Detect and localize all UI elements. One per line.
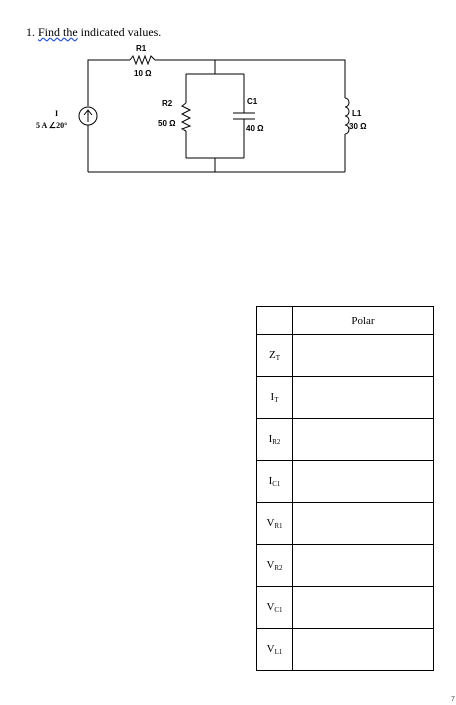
r2-resistor: [180, 102, 192, 132]
row-label: IC1: [256, 460, 293, 503]
table-row: VR1: [256, 502, 434, 545]
row-label: VR2: [256, 544, 293, 587]
row-label: VL1: [256, 628, 293, 671]
question-rest: indicated values.: [80, 25, 162, 39]
row-label: ZT: [256, 334, 293, 377]
r1-value: 10 Ω: [134, 69, 152, 78]
table-row: VR2: [256, 544, 434, 587]
table-row: VC1: [256, 586, 434, 629]
table-row: VL1: [256, 628, 434, 671]
answer-cell[interactable]: [292, 544, 434, 587]
header-polar: Polar: [292, 306, 434, 335]
answer-cell[interactable]: [292, 586, 434, 629]
answer-cell[interactable]: [292, 334, 434, 377]
question-number: 1.: [26, 25, 35, 39]
table-header-row: Polar: [256, 306, 434, 335]
circuit-diagram: R1 10 Ω R2 50 Ω C1 40 Ω L1 30 Ω I 5 A ∠2…: [36, 44, 367, 173]
source-value: 5 A ∠20°: [36, 121, 67, 130]
header-blank-cell: [256, 306, 293, 335]
question-text: 1. Find the indicated values.: [26, 25, 161, 40]
r2-name: R2: [162, 99, 173, 108]
answer-cell[interactable]: [292, 376, 434, 419]
answer-cell[interactable]: [292, 418, 434, 461]
c1-name: C1: [247, 97, 258, 106]
l1-inductor: [344, 97, 350, 135]
l1-value: 30 Ω: [349, 122, 367, 131]
table-row: IR2: [256, 418, 434, 461]
r2-value: 50 Ω: [158, 119, 176, 128]
page-number: 7: [451, 696, 455, 703]
question-underlined: Find the: [38, 25, 78, 39]
answer-cell[interactable]: [292, 628, 434, 671]
table-row: ZT: [256, 334, 434, 377]
row-label: IT: [256, 376, 293, 419]
row-label: IR2: [256, 418, 293, 461]
answer-cell[interactable]: [292, 460, 434, 503]
table-row: IT: [256, 376, 434, 419]
source-name: I: [55, 109, 58, 118]
table-row: IC1: [256, 460, 434, 503]
c1-value: 40 Ω: [246, 124, 264, 133]
row-label: VC1: [256, 586, 293, 629]
l1-name: L1: [352, 109, 362, 118]
answers-table: Polar ZT IT IR2 IC1 VR1 VR2 VC1 VL1: [256, 306, 434, 671]
answer-cell[interactable]: [292, 502, 434, 545]
r1-resistor: [129, 54, 156, 66]
row-label: VR1: [256, 502, 293, 545]
r1-name: R1: [136, 44, 147, 53]
